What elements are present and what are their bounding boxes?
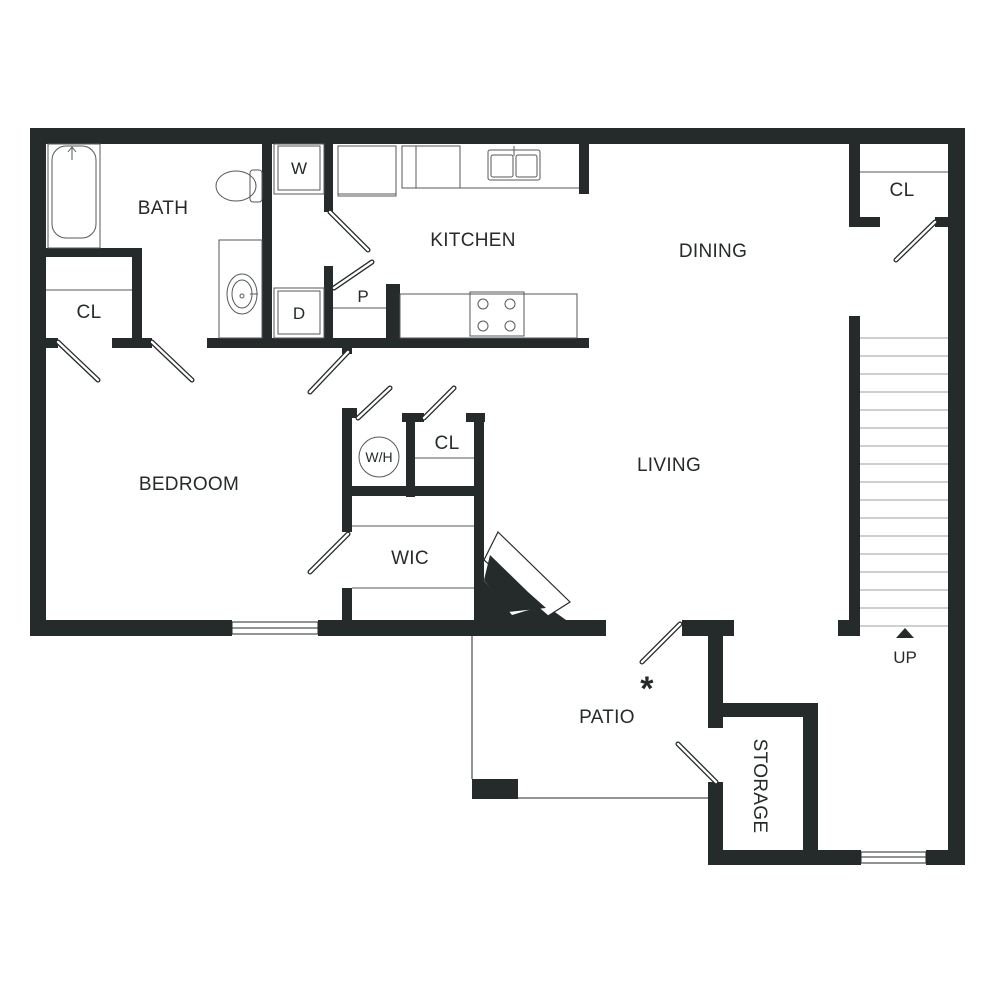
fireplace bbox=[474, 530, 571, 636]
windows bbox=[231, 621, 927, 864]
bedroom-closet-label: CL bbox=[77, 302, 102, 323]
dryer-label: D bbox=[293, 304, 305, 323]
toilet bbox=[215, 169, 263, 203]
pantry-label: P bbox=[357, 287, 368, 306]
water-heater bbox=[358, 436, 400, 478]
washer bbox=[277, 145, 321, 191]
bedroom-label: BEDROOM bbox=[139, 474, 239, 495]
refrigerator bbox=[337, 145, 397, 197]
water-heater-label: W/H bbox=[365, 449, 392, 465]
bathtub bbox=[51, 145, 97, 239]
staircase bbox=[860, 337, 948, 638]
kitchen-label: KITCHEN bbox=[430, 230, 516, 251]
washer-label: W bbox=[291, 159, 307, 178]
patio-label: PATIO bbox=[579, 707, 635, 728]
dining-label: DINING bbox=[679, 241, 747, 262]
kitchen-sink bbox=[487, 146, 541, 181]
fixtures bbox=[46, 143, 948, 589]
stove bbox=[469, 291, 525, 337]
entry-closet-label: CL bbox=[890, 180, 915, 201]
dryer bbox=[277, 290, 321, 335]
bath-label: BATH bbox=[138, 198, 188, 219]
doors bbox=[55, 209, 938, 785]
triangle-up-icon bbox=[896, 628, 914, 638]
wic-label: WIC bbox=[391, 548, 429, 569]
room-labels: BATH KITCHEN DINING CL CL CL P W D W/H B… bbox=[77, 159, 917, 833]
asterisk-marker: * bbox=[640, 670, 654, 708]
living-label: LIVING bbox=[637, 455, 701, 476]
hall-closet-label: CL bbox=[435, 433, 460, 454]
stairs-up-label: UP bbox=[893, 648, 917, 667]
storage-label: STORAGE bbox=[749, 739, 770, 834]
interior-walls bbox=[30, 128, 948, 865]
